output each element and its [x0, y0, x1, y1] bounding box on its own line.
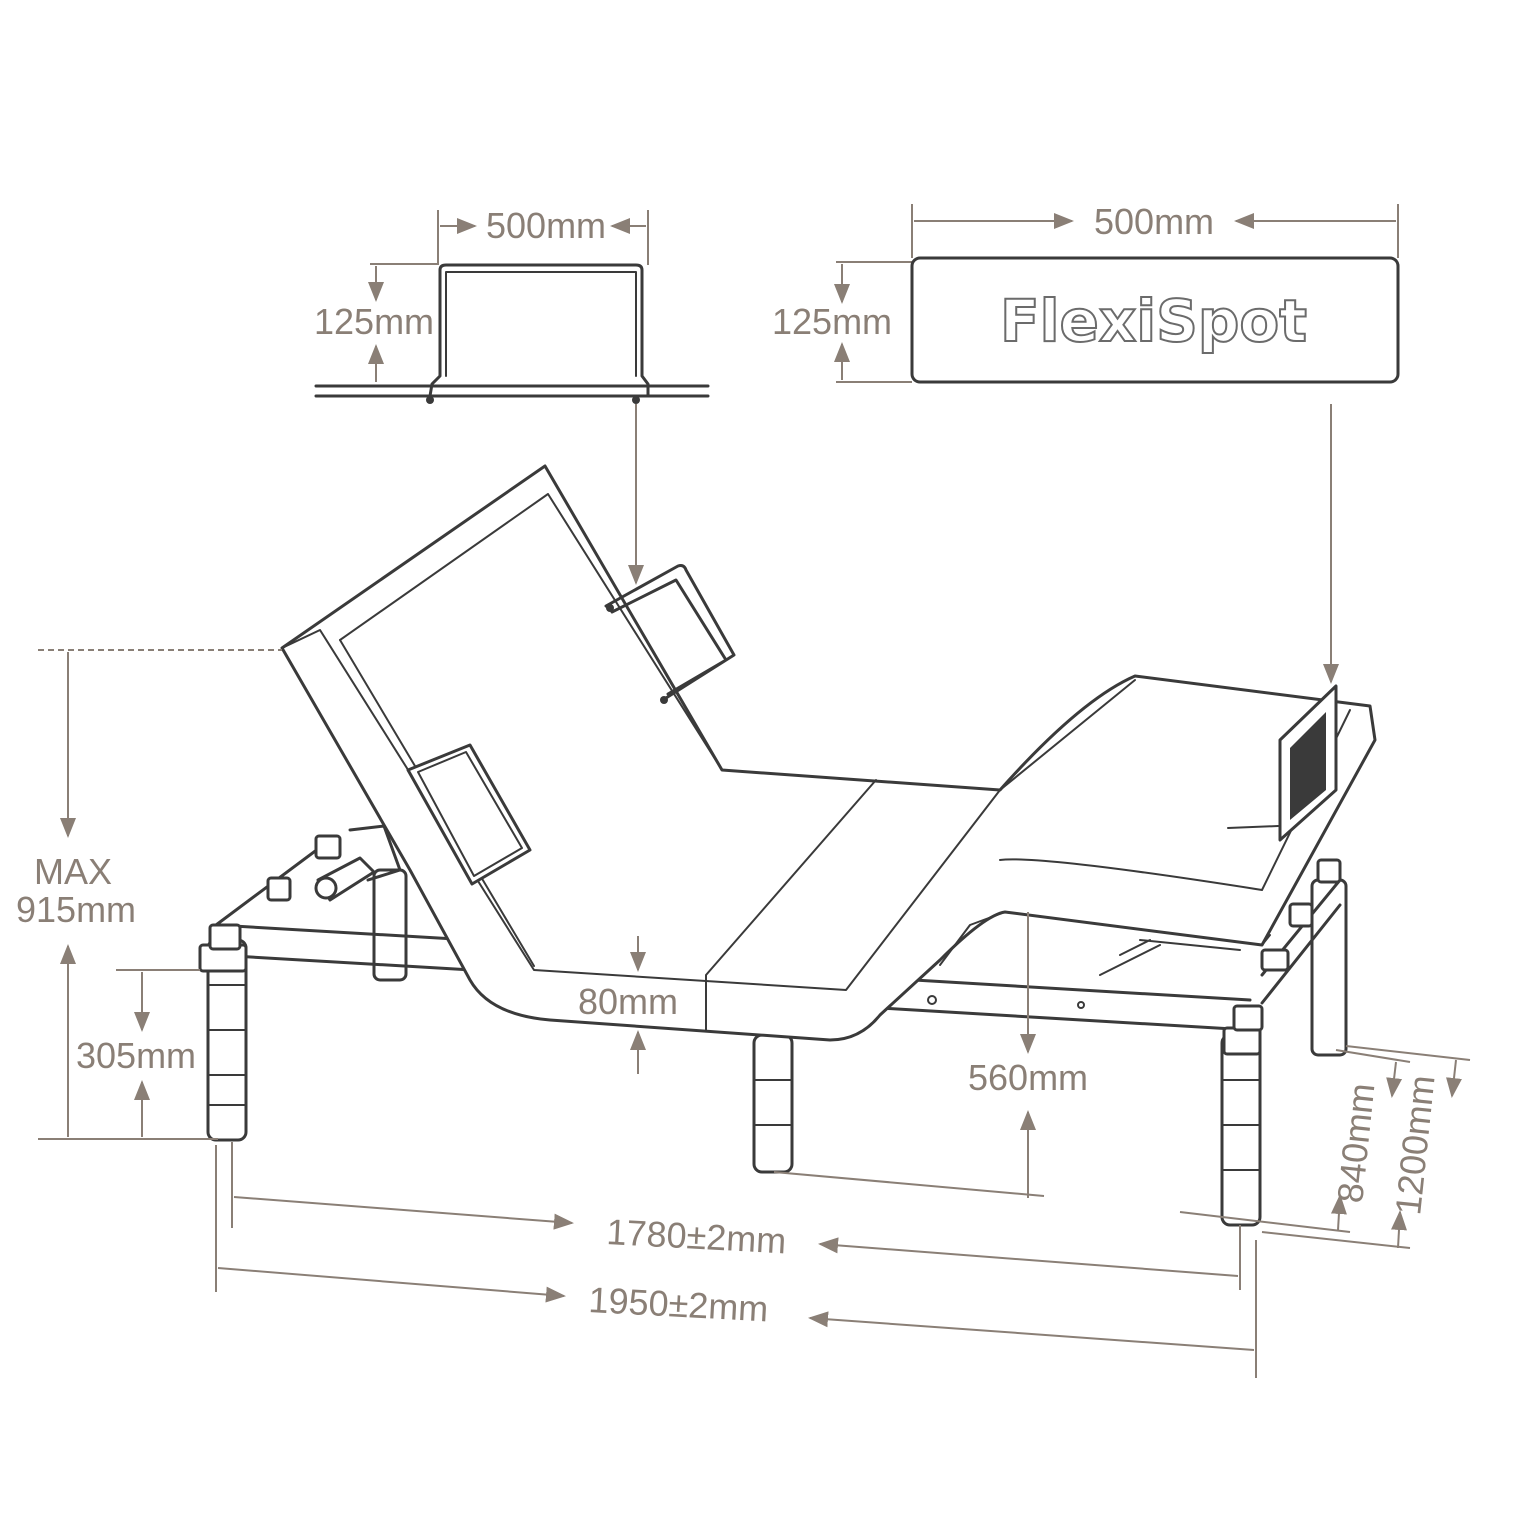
width-outer-label: 1200mm — [1387, 1073, 1442, 1217]
leg-height-label: 305mm — [76, 1035, 196, 1076]
width-inner-label: 840mm — [1329, 1081, 1382, 1205]
bed-frame — [198, 464, 1377, 1227]
footboard-detail — [834, 204, 1400, 684]
dimension-lines — [38, 649, 1471, 1378]
mattress-thickness-label: 80mm — [578, 981, 678, 1022]
footboard-width-label: 500mm — [1094, 201, 1214, 242]
motor-icon — [266, 824, 402, 902]
length-outer-label: 1950±2mm — [588, 1279, 770, 1329]
rail-width-label: 500mm — [486, 205, 606, 246]
rail-height-label: 125mm — [314, 301, 434, 342]
clearance-label: 560mm — [968, 1057, 1088, 1098]
length-inner-label: 1780±2mm — [606, 1211, 788, 1261]
max-height-label: 915mm — [16, 889, 136, 930]
footboard-panel — [910, 256, 1400, 384]
max-label: MAX — [34, 851, 112, 892]
flexispot-logo: FlexiSpot — [1000, 287, 1307, 355]
rail-detail — [314, 210, 710, 585]
footboard-height-label: 125mm — [772, 301, 892, 342]
